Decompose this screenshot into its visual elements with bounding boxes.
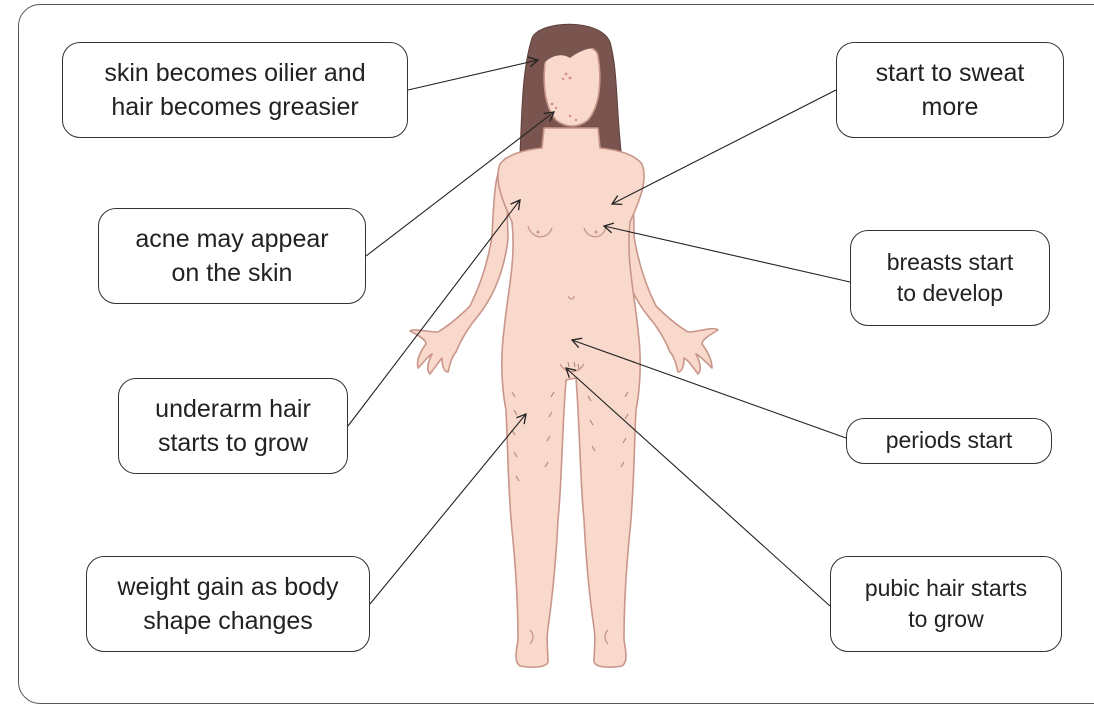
label-periods: periods start xyxy=(846,418,1052,464)
torso-legs xyxy=(498,128,644,667)
left-arm xyxy=(410,158,508,374)
arrow-weight xyxy=(370,414,526,604)
arrow-sweat xyxy=(612,90,836,204)
arrow-underarm xyxy=(348,200,520,426)
arrow-oily-skin xyxy=(408,60,538,90)
body-figure xyxy=(410,44,718,667)
